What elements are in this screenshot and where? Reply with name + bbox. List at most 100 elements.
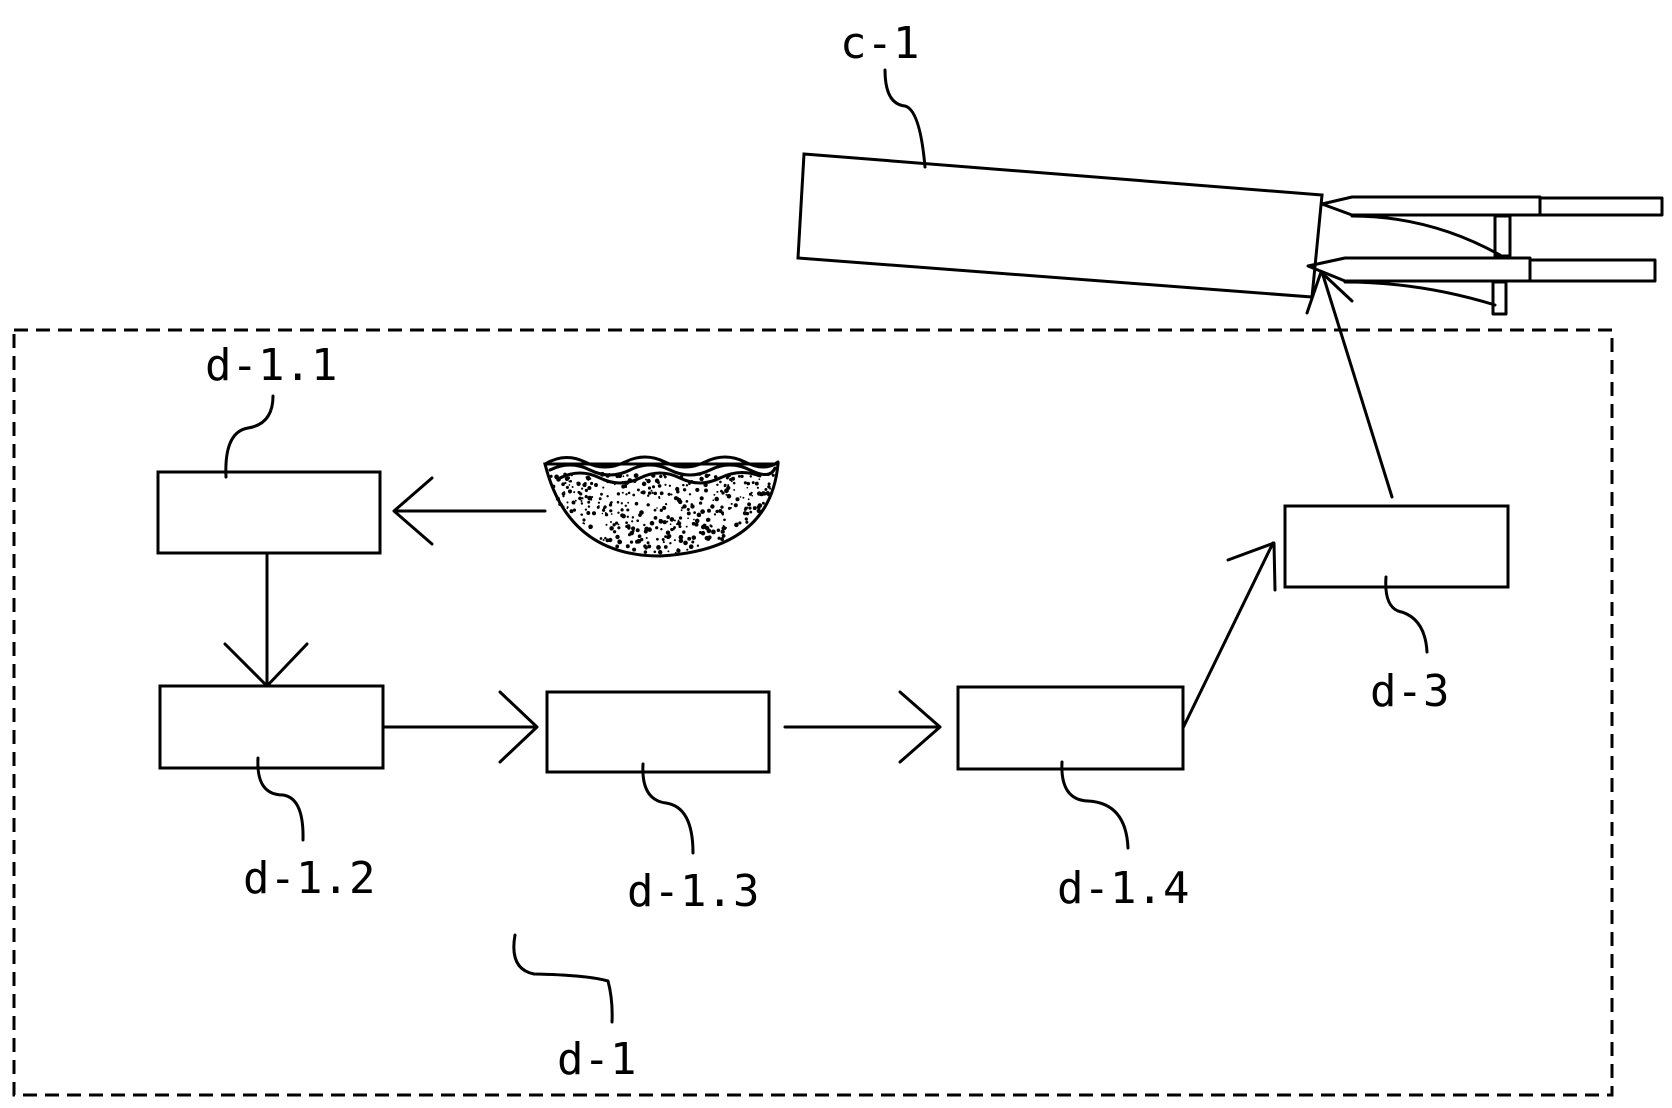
bowl-dot <box>659 474 663 479</box>
bowl-dot <box>713 475 718 479</box>
leader-d-1-2 <box>256 756 305 842</box>
bowl-dot <box>649 520 655 526</box>
bowl-dot <box>694 522 699 527</box>
bowl-dot <box>724 488 729 494</box>
bowl-dot <box>624 486 628 489</box>
bowl-dot <box>583 522 586 525</box>
box-d-1-1 <box>156 470 382 555</box>
bowl-dot <box>714 496 719 502</box>
bowl-dot <box>571 486 574 488</box>
bowl-dot <box>739 496 742 498</box>
bowl-dot <box>580 500 583 502</box>
bowl-dot <box>725 493 728 496</box>
bowl-dot <box>727 506 731 510</box>
lower-needle-stem <box>1491 280 1508 316</box>
lower-needle <box>1306 256 1532 283</box>
bowl-dot <box>756 508 761 514</box>
bowl-dot <box>720 537 724 541</box>
bowl-dot <box>594 483 598 487</box>
arrowhead-d-1-4-to-d-3 <box>1226 541 1277 592</box>
bowl-dot <box>562 507 565 510</box>
bowl-dot <box>561 505 565 508</box>
bowl-dot <box>659 491 664 496</box>
bowl-dot <box>599 537 603 540</box>
bowl-dot <box>602 538 605 542</box>
bowl-dot <box>604 536 607 540</box>
arrowhead-d-1-3-to-d-1-4 <box>898 690 942 764</box>
bowl-dot <box>625 544 630 549</box>
bowl-dot <box>631 526 636 531</box>
bowl-dot <box>654 478 660 484</box>
bowl-dot <box>626 474 629 477</box>
bowl-dot <box>551 484 556 489</box>
bowl-dot <box>566 507 569 510</box>
bowl-dot <box>688 493 692 496</box>
bowl-dot <box>627 501 630 504</box>
bowl-dot <box>702 523 707 528</box>
bowl-dot <box>748 506 752 510</box>
bowl-dot <box>678 534 684 540</box>
bowl-dot <box>731 480 733 483</box>
bowl-dot <box>725 476 729 480</box>
bowl-dot <box>637 534 642 539</box>
bowl-dot <box>699 496 704 501</box>
bowl-dot <box>616 492 621 496</box>
bowl-dot <box>746 486 749 489</box>
bowl-dot <box>682 530 686 534</box>
arrow-d-1-4-to-d-3 <box>1181 541 1275 730</box>
bowl-dot <box>622 475 625 478</box>
bowl-dot <box>651 485 656 489</box>
bowl-dot <box>749 510 753 514</box>
bowl-dot <box>686 548 689 551</box>
bowl-wave-3 <box>558 471 762 485</box>
bowl-dot <box>564 476 570 482</box>
bowl-dot <box>627 491 631 495</box>
bowl-dot <box>706 528 712 534</box>
bowl-dot <box>632 547 637 552</box>
bowl-dot <box>612 530 617 534</box>
bowl-dot <box>626 515 629 518</box>
bowl-dot <box>693 511 696 514</box>
bowl-dot <box>743 508 747 511</box>
bowl-dot <box>756 486 760 489</box>
bowl-dot <box>606 494 609 498</box>
bowl-dot <box>647 544 652 549</box>
bowl-dot <box>670 493 673 496</box>
bowl-dot <box>651 491 654 495</box>
bowl-dot <box>699 476 704 482</box>
bowl-dot <box>643 550 648 554</box>
bowl-dot <box>673 519 676 522</box>
bowl-dot <box>721 533 726 538</box>
upper-needle-stem <box>1493 214 1512 258</box>
bowl-dot <box>766 492 771 497</box>
bowl-dot <box>662 505 667 510</box>
bowl-dot <box>771 473 775 477</box>
bowl-dot <box>584 495 588 499</box>
bowl-dot <box>591 511 597 516</box>
bowl-dot <box>564 481 567 485</box>
bowl-dot <box>746 506 749 509</box>
bowl-dot <box>584 488 589 493</box>
bowl-dot <box>704 535 709 541</box>
bowl-dot <box>673 526 676 529</box>
bowl-dot <box>767 482 771 486</box>
bowl-wave-1 <box>543 455 780 469</box>
bowl-dot <box>620 502 623 505</box>
bowl-dot <box>653 550 657 554</box>
bowl-dot <box>717 536 721 540</box>
bowl-dot <box>625 493 628 496</box>
bowl-dot <box>721 491 725 495</box>
bowl-dot <box>617 539 623 545</box>
bowl-dot <box>587 500 591 504</box>
bowl-dot <box>665 530 671 535</box>
bowl-dot <box>643 523 646 527</box>
bowl-dot <box>653 491 658 496</box>
label-d-1-1: d-1.1 <box>205 340 337 391</box>
bowl-dot <box>572 508 577 512</box>
bowl-dot <box>656 537 659 541</box>
bowl-dot <box>660 527 663 531</box>
bowl-dot <box>584 508 588 511</box>
bowl-dot <box>608 503 613 507</box>
bowl-dot <box>598 497 602 501</box>
bowl-dot <box>662 541 665 544</box>
